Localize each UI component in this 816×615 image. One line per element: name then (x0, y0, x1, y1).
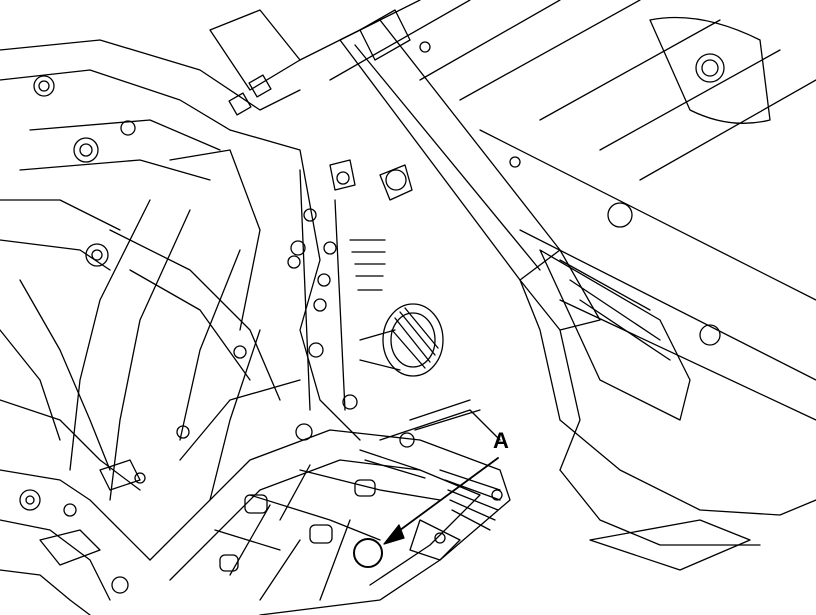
crossmember-diagonal (339, 9, 601, 471)
frame-upper-left (0, 9, 301, 271)
floor-panel-right (299, 0, 816, 571)
callout-drain-plug (353, 457, 499, 568)
gear-housing-round (359, 303, 444, 377)
transmission-housing (0, 129, 361, 501)
bolt-row-center (287, 159, 415, 448)
callout-arrowhead (383, 524, 405, 545)
callout-label-a: A (493, 428, 509, 453)
lower-left-components (0, 459, 151, 615)
oil-pan-assembly (149, 399, 511, 615)
callout-leader-line (391, 457, 499, 537)
drain-plug-marker (353, 538, 383, 568)
